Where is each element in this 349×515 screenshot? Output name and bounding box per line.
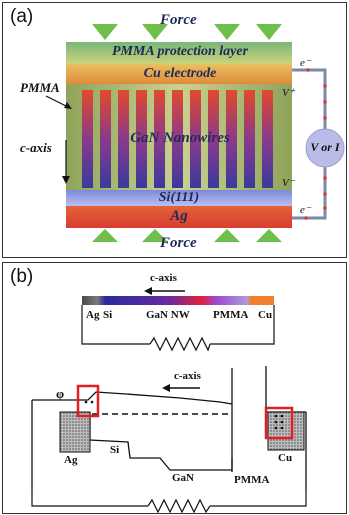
band-diagram	[31, 287, 307, 514]
nanowires-label: GaN Nanowires	[130, 130, 230, 146]
highlight-cu-interface	[264, 406, 294, 440]
phi-label: φ	[56, 386, 65, 401]
meter-label: V or I	[310, 140, 340, 154]
gan-nanowires	[82, 90, 273, 188]
ag-label: Ag	[170, 208, 188, 224]
force-bottom-label: Force	[160, 235, 197, 251]
ag-layer	[66, 206, 292, 228]
panel-a-tag: (a)	[10, 6, 34, 27]
band-label-pmma: PMMA	[234, 474, 270, 486]
strip-label-cu: Cu	[258, 309, 273, 321]
pmma-label: PMMA	[20, 80, 60, 95]
v-plus-label: V⁺	[282, 87, 295, 99]
cu-metal-block	[267, 411, 305, 451]
si-label: Si(111)	[158, 190, 200, 205]
si-layer	[66, 190, 292, 206]
protection-layer-label: PMMA protection layer	[111, 44, 249, 59]
v-minus-label: V⁻	[282, 177, 295, 189]
cu-electrode	[66, 64, 292, 84]
force-arrows-bottom	[92, 229, 282, 242]
force-top-label: Force	[160, 12, 197, 28]
panel-b-tag: (b)	[10, 266, 34, 287]
c-axis-label: c-axis	[20, 140, 52, 155]
panel-b: (b)	[0, 262, 349, 515]
c-axis-mid-label: c-axis	[174, 370, 201, 382]
strip-label-si: Si	[103, 309, 113, 321]
electron-label-bottom: e⁻	[300, 204, 311, 216]
cu-electrode-label: Cu electrode	[143, 66, 217, 81]
top-circuit	[81, 305, 275, 352]
ag-metal-block	[59, 411, 91, 453]
external-circuit	[292, 68, 345, 220]
electron-dots	[84, 400, 284, 430]
meter	[305, 128, 345, 168]
c-axis-top-label: c-axis	[150, 272, 177, 284]
strip-label-pmma: PMMA	[213, 309, 249, 321]
panel-b-frame	[2, 262, 347, 514]
bottom-circuit	[31, 490, 307, 514]
panel-a-frame	[2, 2, 347, 258]
band-label-si: Si	[110, 444, 120, 456]
band-label-cu: Cu	[278, 452, 293, 464]
device-diagram	[45, 24, 345, 242]
panel-a: (a)	[2, 2, 347, 258]
pmma-protection-layer	[66, 42, 292, 64]
band-label-gan: GaN	[172, 472, 194, 484]
force-arrows-top	[92, 24, 282, 40]
nanowire-strip	[82, 296, 274, 305]
electron-label-top: e⁻	[300, 57, 311, 69]
band-label-ag: Ag	[64, 454, 78, 466]
strip-label-gan-nw: GaN NW	[146, 309, 190, 321]
strip-label-ag: Ag	[86, 309, 100, 321]
highlight-ag-interface	[76, 384, 100, 418]
